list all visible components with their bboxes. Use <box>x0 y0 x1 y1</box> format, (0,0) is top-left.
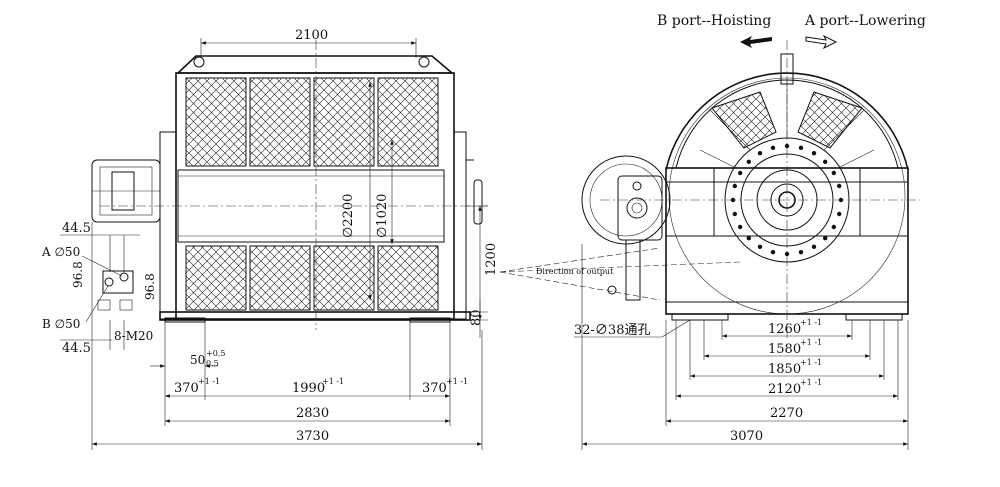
dim-1580: 1580 <box>768 342 801 357</box>
valve-block <box>617 175 663 241</box>
dim-foot-span-tol: +1 -1 <box>322 377 344 386</box>
dim-1260: 1260 <box>768 322 801 337</box>
bolt-icon <box>798 145 804 150</box>
label-output-direction: Direction of output <box>536 267 614 276</box>
dim-1580-tol: +1 -1 <box>800 338 822 347</box>
side-foot-left <box>671 313 729 321</box>
dim-port-offset-top: 44.5 <box>62 221 91 236</box>
lowering-arrow-icon <box>805 34 838 50</box>
brake-lever <box>473 179 483 225</box>
dim-base-height: 80 <box>469 309 484 326</box>
bolt-icon <box>823 159 828 164</box>
legend-hoisting: B port--Hoisting <box>657 13 771 29</box>
bolt-icon <box>837 183 842 189</box>
dim-overall-length: 3730 <box>296 429 329 444</box>
dim-2120-tol: +1 -1 <box>800 378 822 387</box>
front-view-dimensions: 2100 ∅2200 ∅1020 1200 80 44.5 A ∅50 96.8… <box>41 28 499 450</box>
bolt-icon <box>784 251 790 257</box>
dim-gap-tol-upper: +0.5 <box>206 349 225 358</box>
guard-panel <box>377 77 439 167</box>
legend-lowering: A port--Lowering <box>804 13 926 29</box>
guard-panel <box>313 77 375 167</box>
port-block <box>102 270 134 294</box>
bolt-icon <box>757 151 763 156</box>
bolt-icon <box>746 159 751 164</box>
bolt-icon <box>823 236 828 241</box>
dim-2120: 2120 <box>768 382 801 397</box>
bolt-icon <box>770 145 776 150</box>
bolt-icon <box>757 244 763 249</box>
drum-outline <box>665 72 909 171</box>
bolt-ring <box>730 143 844 257</box>
port-b-icon <box>104 277 114 287</box>
valve-stem <box>625 239 641 301</box>
dim-frame-length: 2830 <box>296 406 329 421</box>
label-port-a: A ∅50 <box>41 245 80 259</box>
left-flange <box>159 131 177 320</box>
bolt-icon <box>746 236 751 241</box>
dim-port-spacing-2: 96.8 <box>143 273 157 300</box>
guard-panel <box>313 245 375 311</box>
dim-foot-left-tol: +1 -1 <box>198 377 220 386</box>
side-view-dimensions: 32-∅38通孔 1260 +1 -1 1580 +1 -1 1850 +1 -… <box>574 244 909 450</box>
port-a-icon <box>119 272 129 282</box>
bolt-icon <box>770 250 776 255</box>
dim-top-width: 2100 <box>295 28 328 43</box>
hoisting-arrow-icon <box>740 36 772 48</box>
dim-overall-width: 3070 <box>730 429 763 444</box>
side-view: Direction of output <box>499 40 920 340</box>
foot-left <box>164 317 206 323</box>
bolt-icon <box>784 143 790 149</box>
dim-foot-span: 1990 <box>292 381 325 396</box>
guard-panel <box>249 77 311 167</box>
bolt-icon <box>798 250 804 255</box>
right-flange <box>453 131 467 320</box>
label-holes: 32-∅38通孔 <box>574 323 650 338</box>
guard-panel <box>185 77 247 167</box>
dim-gap-tol-lower: 0.5 <box>206 359 219 368</box>
dim-core-diameter: ∅1020 <box>375 194 390 238</box>
bolt-icon <box>811 151 817 156</box>
dim-port-offset-bottom: 44.5 <box>62 341 91 356</box>
foot-right <box>409 317 451 323</box>
bolt-icon <box>738 224 743 230</box>
dim-gap: 50 <box>190 353 205 367</box>
guard-panel <box>249 245 311 311</box>
base-plate <box>159 311 471 321</box>
bolt-icon <box>732 211 737 217</box>
guard-panel <box>377 245 439 311</box>
label-port-b: B ∅50 <box>42 317 80 331</box>
bolt-icon <box>831 170 836 176</box>
label-bolts: 8-M20 <box>114 329 153 343</box>
dim-center-height: 1200 <box>484 243 499 276</box>
dim-foot-right-tol: +1 -1 <box>446 377 468 386</box>
guard-panel <box>185 245 247 311</box>
bolt-icon <box>811 244 817 249</box>
bolt-icon <box>738 170 743 176</box>
dim-drum-diameter: ∅2200 <box>341 194 356 238</box>
bolt-icon <box>831 224 836 230</box>
bolt-icon <box>732 183 737 189</box>
dim-port-spacing-1: 96.8 <box>71 261 85 288</box>
dim-2270: 2270 <box>770 406 803 421</box>
lifting-eye-left <box>193 56 205 68</box>
bolt-icon <box>837 211 842 217</box>
legend: B port--Hoisting A port--Lowering <box>657 13 926 50</box>
valve-port-icon <box>626 197 648 219</box>
dim-foot-right: 370 <box>422 381 447 396</box>
dim-1260-tol: +1 -1 <box>800 318 822 327</box>
front-view <box>91 40 488 330</box>
lifting-eye-right <box>418 56 430 68</box>
dim-foot-left: 370 <box>174 381 199 396</box>
side-foot-right <box>845 313 903 321</box>
dim-1850: 1850 <box>768 362 801 377</box>
top-frame <box>175 55 455 74</box>
dim-1850-tol: +1 -1 <box>800 358 822 367</box>
